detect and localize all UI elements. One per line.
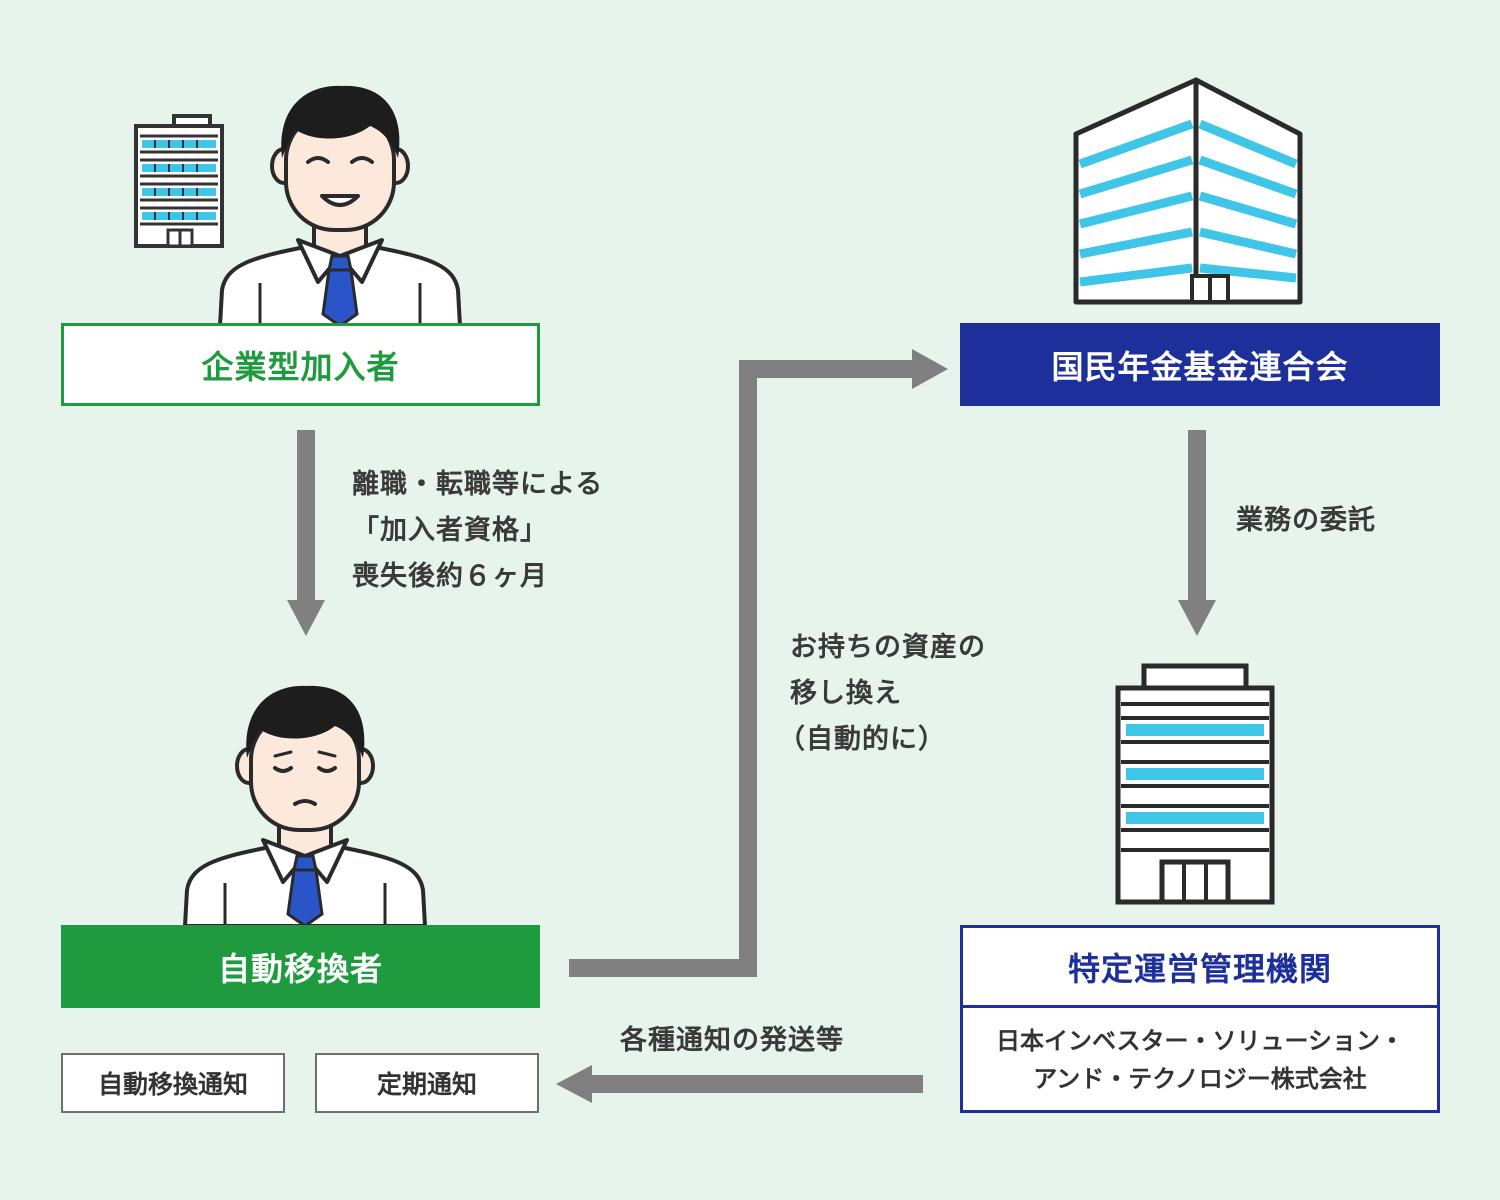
agency-company-name: 日本インベスター・ソリューション・ アンド・テクノロジー株式会社 [963,1008,1437,1098]
asset-transfer-line2: 移し換え [790,678,902,709]
auto-transferee-label: 自動移換者 [217,949,383,988]
arrow-loss-eligibility [287,430,325,636]
office-building-icon [134,114,224,248]
asset-transfer-note: お持ちの資産の 移し換え （自動的に） [778,625,986,763]
loss-eligibility-line3: 喪失後約６ヶ月 [352,561,548,592]
npfa-box: 国民年金基金連合会 [960,323,1440,406]
smiling-businessman-icon [217,85,463,326]
arrow-asset-transfer [569,349,948,977]
notifications-note: 各種通知の発送等 [620,1018,844,1064]
designated-agency-box: 特定運営管理機関 日本インベスター・ソリューション・ アンド・テクノロジー株式会… [960,925,1440,1113]
designated-agency-label: 特定運営管理機関 [1067,949,1332,988]
asset-transfer-line3: （自動的に） [778,724,946,755]
loss-eligibility-note: 離職・転職等による 「加入者資格」 喪失後約６ヶ月 [352,462,603,600]
outsourcing-label: 業務の委託 [1236,505,1376,536]
auto-transferee-box: 自動移換者 [61,925,540,1008]
agency-company-line2: アンド・テクノロジー株式会社 [1033,1065,1367,1093]
worried-businessman-icon [182,685,428,926]
notice-auto-transfer-box: 自動移換通知 [61,1053,285,1113]
arrow-notifications [556,1065,923,1103]
asset-transfer-line1: お持ちの資産の [790,632,986,663]
arrow-outsourcing [1178,430,1216,636]
corporate-member-box: 企業型加入者 [61,323,540,406]
npfa-building-icon [1073,77,1303,305]
loss-eligibility-line1: 離職・転職等による [352,469,604,500]
loss-eligibility-line2: 「加入者資格」 [352,515,548,546]
outsourcing-note: 業務の委託 [1236,498,1376,544]
designated-agency-title: 特定運営管理機関 [963,928,1437,1008]
notifications-label: 各種通知の発送等 [620,1025,844,1056]
notice-periodic-label: 定期通知 [376,1070,477,1099]
notice-auto-transfer-label: 自動移換通知 [97,1070,248,1099]
notice-periodic-box: 定期通知 [315,1053,539,1113]
agency-company-line1: 日本インベスター・ソリューション・ [996,1027,1404,1055]
corporate-member-label: 企業型加入者 [201,347,400,386]
agency-building-icon [1115,663,1275,905]
npfa-label: 国民年金基金連合会 [1051,347,1349,386]
